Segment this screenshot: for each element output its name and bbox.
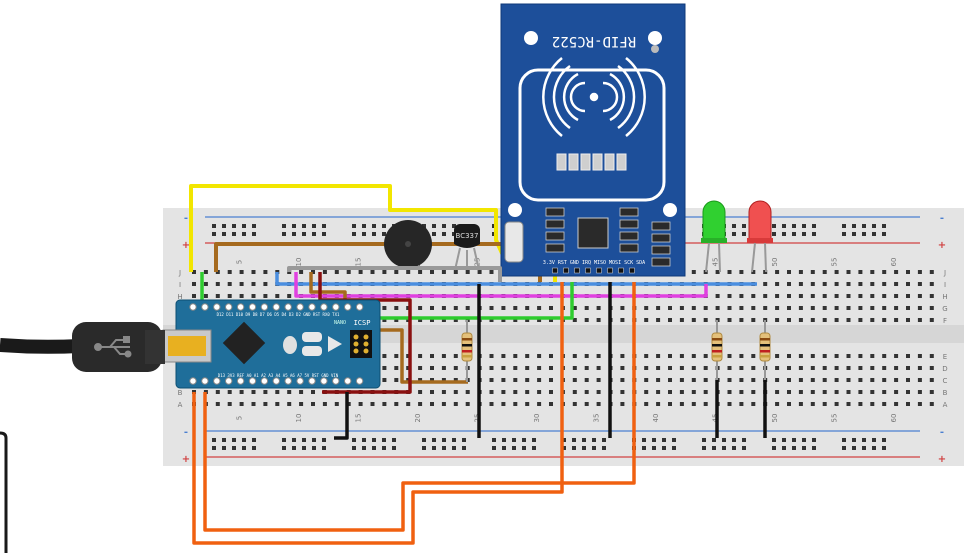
transistor: BC337 [454,224,480,271]
rail-sign: + [938,454,946,465]
row-letter: H [942,293,947,301]
row-letter: F [943,317,947,325]
usb-port-contacts [168,336,206,356]
column-number-top: 50 [771,258,779,267]
rfid-title: RFID-RC522 [552,33,636,49]
rfid-capacitor-row [556,153,627,171]
column-number-top: 15 [355,258,363,267]
row-letter: E [943,353,947,361]
nano-pins-top-label: D12 D11 D10 D9 D8 D7 D6 D5 D4 D3 D2 GND … [217,312,340,317]
row-letter: I [179,281,181,289]
rail-sign: - [184,213,188,224]
column-number-bottom: 30 [533,414,541,423]
antenna-waves-icon [542,57,646,137]
rail-sign: - [940,213,944,224]
usb-cable [0,322,165,372]
row-letter: A [178,401,183,409]
rfid-header-pins [552,267,635,274]
red-led [747,200,773,273]
column-number-top: 45 [712,258,720,267]
row-letter: A [943,401,948,409]
buzzer [384,220,432,268]
blue-wire[interactable] [275,272,757,286]
row-letter: H [177,293,182,301]
reset-button[interactable] [283,336,297,354]
rail-sign: + [938,240,946,251]
nano-mcu-chip [222,321,266,365]
row-letter: I [944,281,946,289]
orange-wire-1[interactable] [192,282,564,545]
column-number-bottom: 5 [236,416,244,420]
orange-wire-2[interactable] [203,282,636,532]
column-number-top: 10 [295,258,303,267]
row-letter: J [943,269,946,277]
column-number-bottom: 40 [652,414,660,423]
magenta-wire[interactable] [294,272,708,298]
rail-sign: + [182,454,190,465]
column-number-bottom: 60 [890,414,898,423]
darkred-wire[interactable] [318,272,412,394]
rfid-crystal [504,221,524,263]
resistors [461,320,771,382]
column-number-bottom: 20 [414,414,422,423]
icsp-label: ICSP [354,319,371,327]
column-number-bottom: 50 [771,414,779,423]
column-number-bottom: 35 [593,414,601,423]
column-number-top: 55 [831,258,839,267]
icsp-header [350,330,372,358]
rfid-chip [577,217,609,249]
rfid-module: RFID-RC522 3.3V RST GND IRQ MISO MOSI SC… [500,3,686,277]
rfid-smd-parts [545,207,671,267]
black-wire-nano[interactable] [334,392,349,440]
row-letter: B [178,389,183,397]
cable-2 [0,431,8,553]
rail-sign: - [940,427,944,438]
column-number-bottom: 10 [295,414,303,423]
column-number-top: 5 [236,260,244,264]
column-number-bottom: 55 [831,414,839,423]
transistor-label: BC337 [456,232,479,240]
arduino-nano: ICSP NANO D12 D11 D10 D9 D8 D7 D6 D5 D4 … [162,299,381,389]
row-letter: D [942,365,947,373]
column-number-bottom: 15 [355,414,363,423]
column-number-top: 60 [890,258,898,267]
rail-sign: + [182,240,190,251]
green-led [701,200,727,273]
row-letter: C [943,377,948,385]
row-letter: J [178,269,181,277]
rfid-pin-labels: 3.3V RST GND IRQ MISO MOSI SCK SDA [543,260,645,266]
row-letter: G [942,305,947,313]
row-letter: B [943,389,948,397]
usb-icon [94,336,132,358]
rail-sign: - [184,427,188,438]
nano-pins-bottom-label: D13 3V3 REF A0 A1 A2 A3 A4 A5 A6 A7 5V R… [218,373,339,378]
nano-label: NANO [334,320,346,326]
nano-header-pins [189,303,364,385]
gray-wire[interactable] [287,266,502,282]
